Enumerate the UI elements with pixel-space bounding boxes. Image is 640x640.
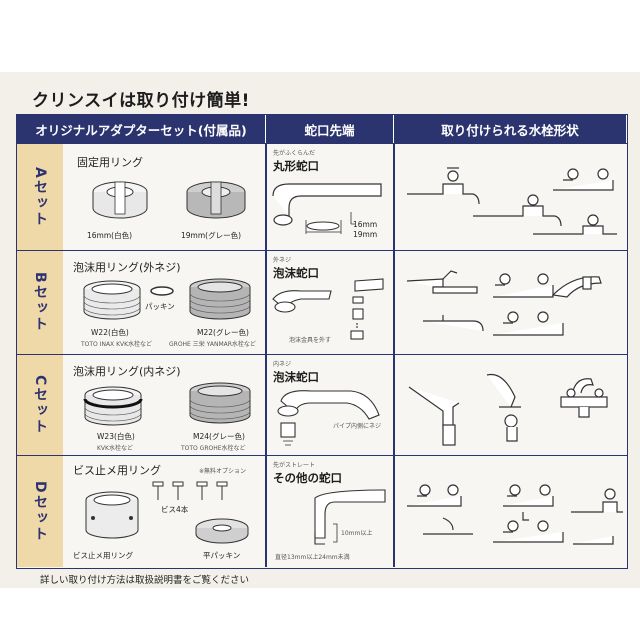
screws-icon (152, 481, 228, 500)
packing-label: パッキン (145, 302, 175, 311)
foam-faucet-outer-icon (272, 278, 384, 340)
tip-b-remove: 泡沫金具を外す (289, 337, 332, 344)
flat-packing-icon (195, 518, 249, 544)
row-set-b: 泡沫用リング(外ネジ) パッキン W22(白色) TOTO INAX KVK水栓… (63, 250, 627, 354)
tip-d-length: 10mm以上 (341, 530, 373, 537)
round-faucet-tip-icon (272, 183, 382, 234)
header-faucet: 取り付けられる水栓形状 (393, 115, 626, 143)
foam-ring-inner-label: 泡沫用リング(内ネジ) (73, 365, 181, 378)
dim-16mm: 16mm (353, 220, 378, 229)
w23-brands: KVK水栓など (97, 445, 133, 452)
w22-brands: TOTO INAX KVK水栓など (81, 341, 153, 348)
tip-a-note: 先がふくらんだ (273, 150, 316, 157)
ring-m22-icon (189, 278, 251, 320)
packing-icon (150, 286, 174, 296)
free-option-note: ※無料オプション (199, 468, 247, 475)
row-set-c: 泡沫用リング(内ネジ) W23(白色) KVK水栓など M24(グレー色) TO… (63, 354, 627, 455)
m24-label: M24(グレー色) (193, 432, 245, 441)
screw-ring-icon (85, 491, 139, 539)
faucet-shapes-c-icon (408, 373, 608, 446)
header-tip: 蛇口先端 (265, 115, 393, 143)
tip-a-name: 丸形蛇口 (273, 159, 319, 173)
set-c-label: Cセット (17, 354, 63, 455)
size-19mm-label: 19mm(グレー色) (181, 231, 242, 240)
ring-w22-icon (83, 280, 141, 320)
w23-label: W23(白色) (97, 432, 135, 441)
tip-d-name: その他の蛇口 (273, 471, 342, 485)
screw-ring-caption: ビス止メ用リング (73, 551, 133, 560)
screw-ring-label: ビス止メ用リング (73, 464, 161, 477)
faucet-shapes-a-icon (407, 167, 617, 235)
set-b-label: Bセット (17, 250, 63, 354)
flat-packing-label: 平パッキン (203, 551, 241, 560)
tip-c-note: 内ネジ (273, 361, 292, 368)
foam-faucet-inner-icon (277, 390, 380, 446)
faucet-shapes-b-icon (406, 270, 602, 336)
screws-label: ビス4本 (161, 505, 189, 514)
tip-d-note: 先がストレート (273, 462, 316, 469)
foam-ring-outer-label: 泡沫用リング(外ネジ) (73, 261, 181, 274)
ring-w23-icon (83, 386, 143, 426)
set-a-label: Aセット (17, 143, 63, 250)
header-adapter: オリジナルアダプターセット(付属品) (17, 115, 265, 143)
set-d-label: Dセット (17, 455, 63, 567)
ring-m24-icon (189, 382, 251, 424)
w22-label: W22(白色) (91, 328, 129, 337)
compatibility-table: オリジナルアダプターセット(付属品) 蛇口先端 取り付けられる水栓形状 Aセット… (16, 114, 628, 569)
footer-note: 詳しい取り付け方法は取扱説明書をご覧ください (40, 575, 250, 586)
straight-faucet-tip-icon (314, 489, 386, 545)
tip-c-name: 泡沫蛇口 (273, 370, 319, 384)
page-title: クリンスイは取り付け簡単! (32, 91, 250, 111)
tip-b-name: 泡沫蛇口 (273, 266, 319, 280)
row-set-d: ビス止メ用リング ※無料オプション ビス4本 ビス止メ用リング 平パッキン 先が… (63, 455, 627, 567)
faucet-shapes-d-icon (407, 484, 623, 545)
fixing-ring-label: 固定用リング (77, 156, 143, 169)
dim-19mm: 19mm (353, 230, 378, 239)
row-set-a: 固定用リング 16mm(白色) 19mm(グレー色) 先がふくらんだ 丸形蛇口 … (63, 143, 627, 250)
tip-d-diameter: 直径13mm以上24mm未満 (275, 554, 350, 561)
m22-label: M22(グレー色) (197, 328, 249, 337)
m24-brands: TOTO GROHE水栓など (181, 445, 246, 452)
m22-brands: GROHE 三栄 YANMAR水栓など (169, 341, 256, 348)
tip-c-pipe: パイプ内側にネジ (333, 423, 382, 430)
ring-grey-icon (186, 181, 246, 219)
tip-b-note: 外ネジ (273, 257, 292, 264)
ring-white-icon (92, 181, 148, 219)
size-16mm-label: 16mm(白色) (87, 231, 133, 240)
